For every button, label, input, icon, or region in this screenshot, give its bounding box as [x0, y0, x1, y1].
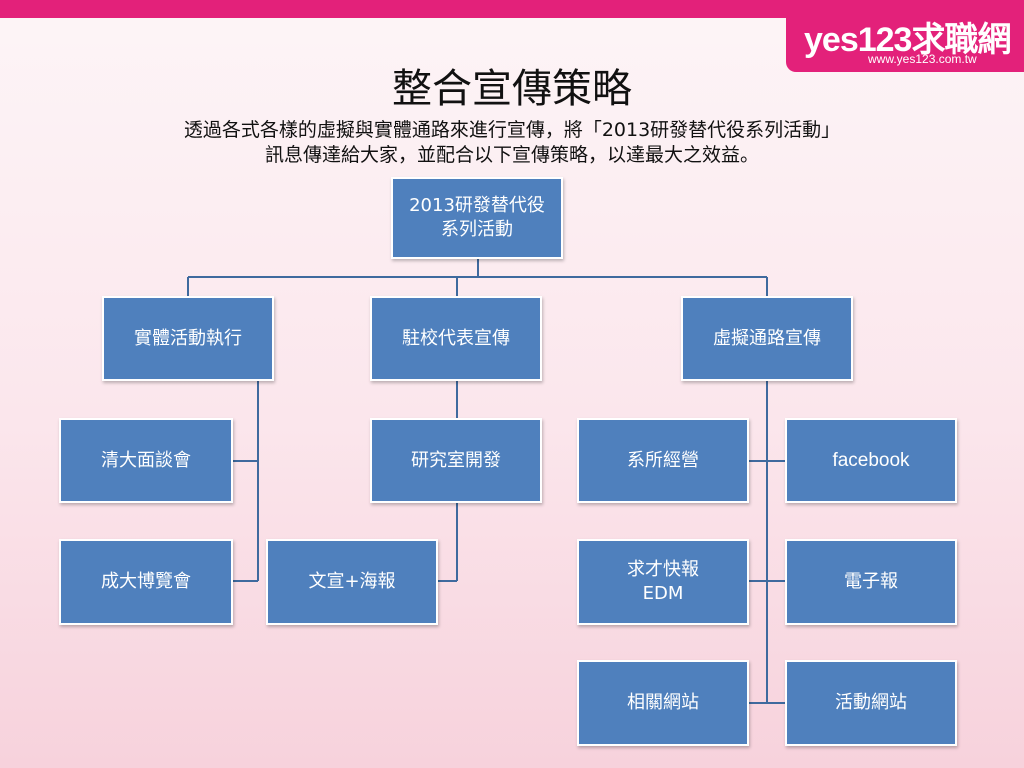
- subtitle-line-2: 訊息傳達給大家，並配合以下宣傳策略，以達最大之效益。: [264, 144, 759, 166]
- node-virtual-channels: 虛擬通路宣傳: [681, 296, 853, 381]
- node-department: 系所經營: [577, 418, 749, 503]
- subtitle-line-1: 透過各式各樣的虛擬與實體通路來進行宣傳，將「2013研發替代役系列活動」: [183, 119, 841, 141]
- slide-title: 整合宣傳策略: [392, 66, 632, 112]
- brand-url: www.yes123.com.tw: [868, 52, 977, 66]
- node-qinghua-interview: 清大面談會: [59, 418, 233, 503]
- node-campus-reps: 駐校代表宣傳: [370, 296, 542, 381]
- node-related-sites: 相關網站: [577, 660, 749, 746]
- node-chengda-fair: 成大博覽會: [59, 539, 233, 625]
- node-lab-development: 研究室開發: [370, 418, 542, 503]
- node-enews: 電子報: [785, 539, 957, 625]
- brand-logo-panel: [786, 0, 1024, 72]
- top-banner-bar: [0, 0, 1024, 18]
- node-event-site: 活動網站: [785, 660, 957, 746]
- node-root: 2013研發替代役 系列活動: [391, 177, 563, 259]
- slide-subtitle: 透過各式各樣的虛擬與實體通路來進行宣傳，將「2013研發替代役系列活動」 訊息傳…: [60, 118, 964, 168]
- node-edm: 求才快報 EDM: [577, 539, 749, 625]
- node-poster: 文宣+海報: [266, 539, 438, 625]
- node-facebook: facebook: [785, 418, 957, 503]
- brand-logo: yes123求職網: [804, 21, 1011, 59]
- node-physical-events: 實體活動執行: [102, 296, 274, 381]
